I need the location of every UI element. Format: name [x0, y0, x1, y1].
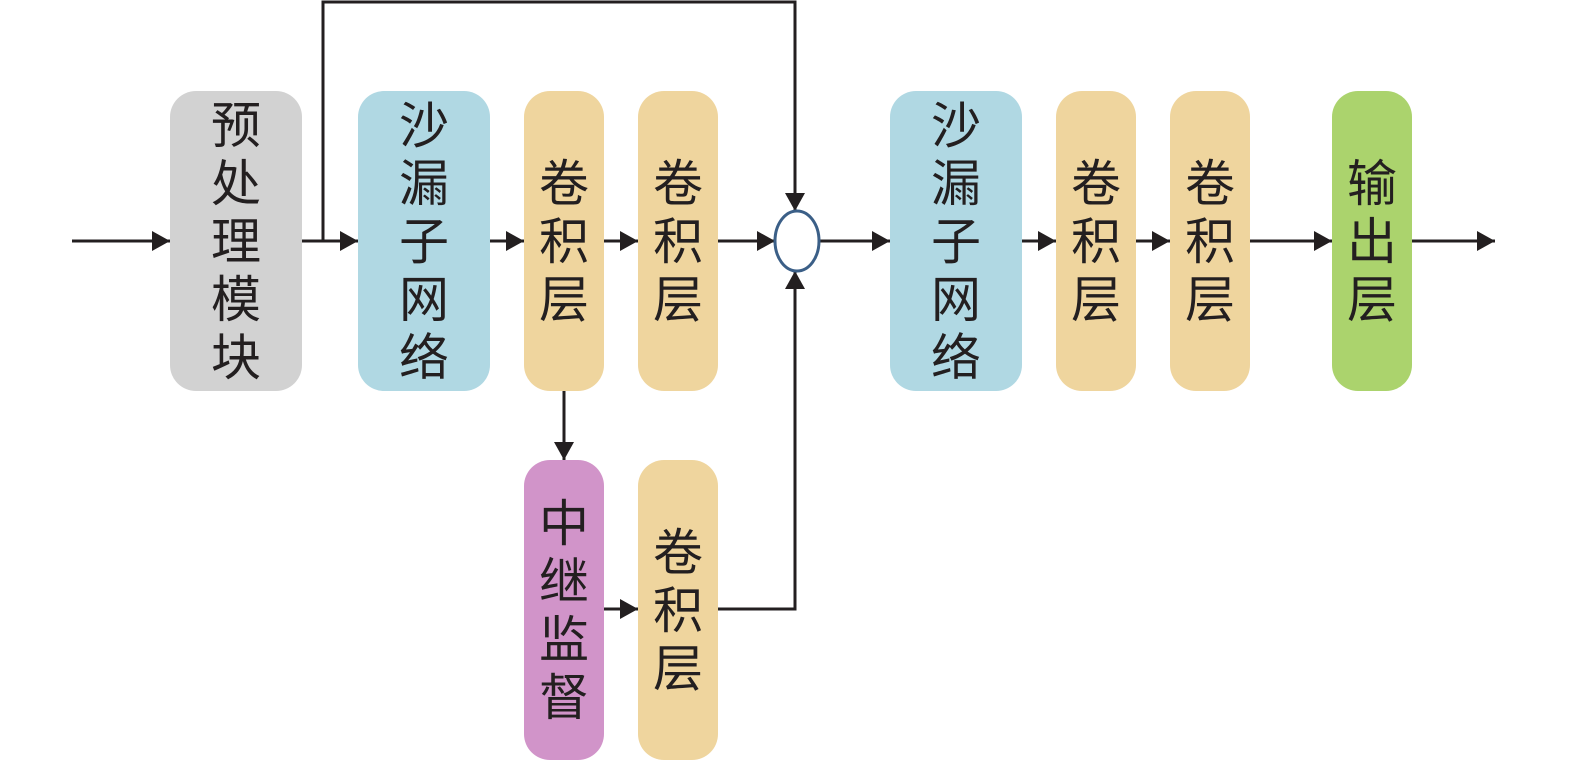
conv3-to-junction-arrow	[718, 271, 797, 611]
block-output: 输出层	[1332, 91, 1412, 391]
block-conv-3-box	[638, 460, 718, 760]
block-preprocess: 预处理模块	[170, 91, 302, 391]
block-conv-4-label: 卷积层	[1071, 155, 1121, 329]
block-conv-5: 卷积层	[1170, 91, 1250, 391]
arrowhead	[152, 231, 170, 251]
block-hourglass-1: 沙漏子网络	[358, 91, 490, 391]
arrowhead	[554, 442, 574, 460]
arrowhead	[1477, 231, 1495, 251]
arrowhead	[620, 231, 638, 251]
block-preprocess-box	[170, 91, 302, 391]
arrowhead	[620, 599, 638, 619]
block-conv-5-box	[1170, 91, 1250, 391]
block-hourglass-1-box	[358, 91, 490, 391]
block-hourglass-1-label: 沙漏子网络	[399, 97, 449, 387]
block-hourglass-2-label: 沙漏子网络	[931, 97, 981, 387]
block-output-label: 输出层	[1347, 155, 1397, 329]
edges-layer	[72, 0, 1495, 619]
arrowhead	[785, 271, 805, 289]
arrowhead	[1152, 231, 1170, 251]
skip-connection-arrow	[321, 0, 797, 241]
arrowhead	[785, 193, 805, 211]
block-relay-label: 中继监督	[539, 495, 589, 727]
block-conv-1-box	[524, 91, 604, 391]
sum-junction-node	[773, 209, 821, 273]
block-relay-box	[524, 460, 604, 760]
block-conv-2-box	[638, 91, 718, 391]
block-conv-2: 卷积层	[638, 91, 718, 391]
block-hourglass-2-box	[890, 91, 1022, 391]
arrowhead	[1314, 231, 1332, 251]
arrowhead	[506, 231, 524, 251]
block-conv-3: 卷积层	[638, 460, 718, 760]
arrowhead	[872, 231, 890, 251]
block-relay: 中继监督	[524, 460, 604, 760]
block-conv-4: 卷积层	[1056, 91, 1136, 391]
block-conv-1-label: 卷积层	[539, 155, 589, 329]
block-conv-2-label: 卷积层	[653, 155, 703, 329]
block-conv-3-label: 卷积层	[653, 524, 703, 698]
block-hourglass-2: 沙漏子网络	[890, 91, 1022, 391]
block-preprocess-label: 预处理模块	[211, 97, 261, 387]
arrowhead	[757, 231, 775, 251]
block-output-box	[1332, 91, 1412, 391]
block-conv-5-label: 卷积层	[1185, 155, 1235, 329]
arrowhead	[340, 231, 358, 251]
block-conv-1: 卷积层	[524, 91, 604, 391]
block-conv-4-box	[1056, 91, 1136, 391]
arrowhead	[1038, 231, 1056, 251]
